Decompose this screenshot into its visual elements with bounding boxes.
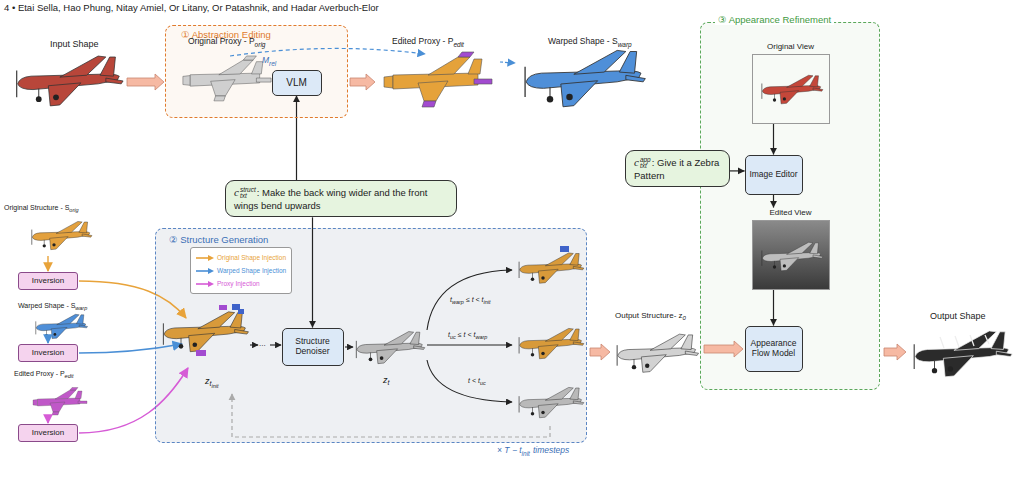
label: Edited Proxy - P bbox=[14, 370, 65, 378]
box-label: Image Editor bbox=[749, 170, 797, 180]
legend-text: Original Shape Injection bbox=[217, 254, 286, 261]
arrow-connector bbox=[312, 217, 313, 327]
subscript: txt bbox=[240, 193, 256, 200]
prompt-body: : Make the back wing wider and the front… bbox=[234, 187, 427, 211]
legend: Original Shape InjectionWarped Shape Inj… bbox=[190, 247, 292, 294]
label: Output Shape bbox=[930, 311, 986, 321]
label: ... bbox=[259, 339, 266, 348]
label: Original Structure - S bbox=[4, 204, 69, 212]
box-label: Inversion bbox=[32, 348, 64, 357]
label: 4 • Etai Sella, Hao Phung, Nitay Amiel, … bbox=[4, 3, 379, 14]
prompt-text: capptxt: Give it a Zebra Pattern bbox=[634, 155, 721, 182]
math-script: edit bbox=[65, 373, 74, 379]
view-panel: Edited View bbox=[752, 220, 830, 290]
inversion-box: Inversion bbox=[18, 344, 78, 362]
inversion-box: Inversion bbox=[18, 272, 78, 290]
symbol: c bbox=[234, 186, 239, 198]
math-script: warp bbox=[475, 334, 487, 340]
label: Output Structure- z bbox=[615, 311, 683, 320]
math-script: t bbox=[210, 380, 212, 388]
math-script: uc bbox=[450, 334, 456, 340]
math-script: rel bbox=[269, 60, 276, 67]
math-script: timesteps bbox=[533, 446, 569, 456]
label: t < t bbox=[468, 377, 480, 385]
legend-swatch bbox=[196, 254, 214, 262]
arrow-connector bbox=[296, 96, 297, 181]
region-panel: ③ Appearance RefinementOriginal ViewImag… bbox=[700, 22, 880, 390]
label: Edited Proxy - P bbox=[392, 37, 453, 47]
label: z bbox=[205, 376, 210, 386]
math-script: warp bbox=[452, 299, 464, 305]
label: Input Shape bbox=[50, 39, 99, 49]
math-script: init bbox=[522, 450, 530, 457]
box-label: VLM bbox=[286, 77, 307, 89]
prompt-box: capptxt: Give it a Zebra Pattern bbox=[625, 150, 730, 187]
label: M bbox=[262, 56, 269, 66]
region-heading: ② Structure Generation bbox=[166, 234, 271, 245]
label: Warped Shape - S bbox=[18, 302, 75, 310]
math-script: ≤ t < t bbox=[458, 331, 476, 339]
arrow-connector bbox=[773, 124, 774, 155]
process-box: Appearance Flow Model bbox=[745, 326, 803, 372]
prompt-text: cstructtxt: Make the back wing wider and… bbox=[234, 185, 448, 212]
legend-swatch bbox=[196, 280, 214, 288]
legend-text: Warped Shape Injection bbox=[217, 267, 286, 274]
math-script: orig bbox=[255, 41, 266, 48]
legend-row: Original Shape Injection bbox=[196, 251, 286, 264]
math-script: init bbox=[484, 299, 491, 305]
legend-text: Proxy Injection bbox=[217, 280, 260, 287]
legend-swatch bbox=[196, 267, 214, 275]
subscript: txt bbox=[640, 163, 651, 170]
script-stack: structtxt bbox=[240, 187, 256, 200]
math-script: 0 bbox=[683, 315, 686, 322]
arrow-connector bbox=[773, 290, 774, 326]
inversion-box: Inversion bbox=[18, 424, 78, 442]
script-stack: apptxt bbox=[640, 157, 651, 170]
view-heading: Edited View bbox=[743, 208, 839, 217]
math-script: init bbox=[211, 383, 218, 389]
math-script: orig bbox=[69, 207, 78, 213]
label: Original Proxy - P bbox=[188, 37, 255, 47]
process-box: Structure Denoiser bbox=[282, 328, 344, 366]
arrow-connector bbox=[773, 195, 774, 208]
math-script: edit bbox=[453, 41, 463, 48]
math-script: ≤ t < t bbox=[466, 296, 484, 304]
prompt-box: cstructtxt: Make the back wing wider and… bbox=[225, 180, 457, 217]
view-heading: Original View bbox=[743, 42, 839, 51]
legend-row: Proxy Injection bbox=[196, 277, 286, 290]
box-label: Inversion bbox=[32, 276, 64, 285]
label: t bbox=[448, 331, 450, 339]
view-panel: Original View bbox=[752, 54, 830, 124]
box-label: Inversion bbox=[32, 428, 64, 437]
process-box: Image Editor bbox=[745, 155, 803, 195]
legend-row: Warped Shape Injection bbox=[196, 264, 286, 277]
label: z bbox=[383, 375, 388, 385]
math-script: uc bbox=[480, 380, 486, 386]
math-script: warp bbox=[75, 305, 87, 311]
label: × T − t bbox=[497, 446, 522, 456]
arrow-connector bbox=[730, 170, 745, 171]
region-heading: ③ Appearance Refinement bbox=[715, 14, 834, 25]
math-script: warp bbox=[618, 41, 632, 48]
label: Warped Shape - S bbox=[548, 37, 618, 47]
label: t bbox=[450, 296, 452, 304]
process-box: VLM bbox=[272, 70, 322, 96]
box-label: Structure Denoiser bbox=[286, 337, 340, 357]
box-label: Appearance Flow Model bbox=[749, 339, 799, 359]
symbol: c bbox=[634, 156, 639, 168]
math-script: t bbox=[388, 379, 390, 387]
